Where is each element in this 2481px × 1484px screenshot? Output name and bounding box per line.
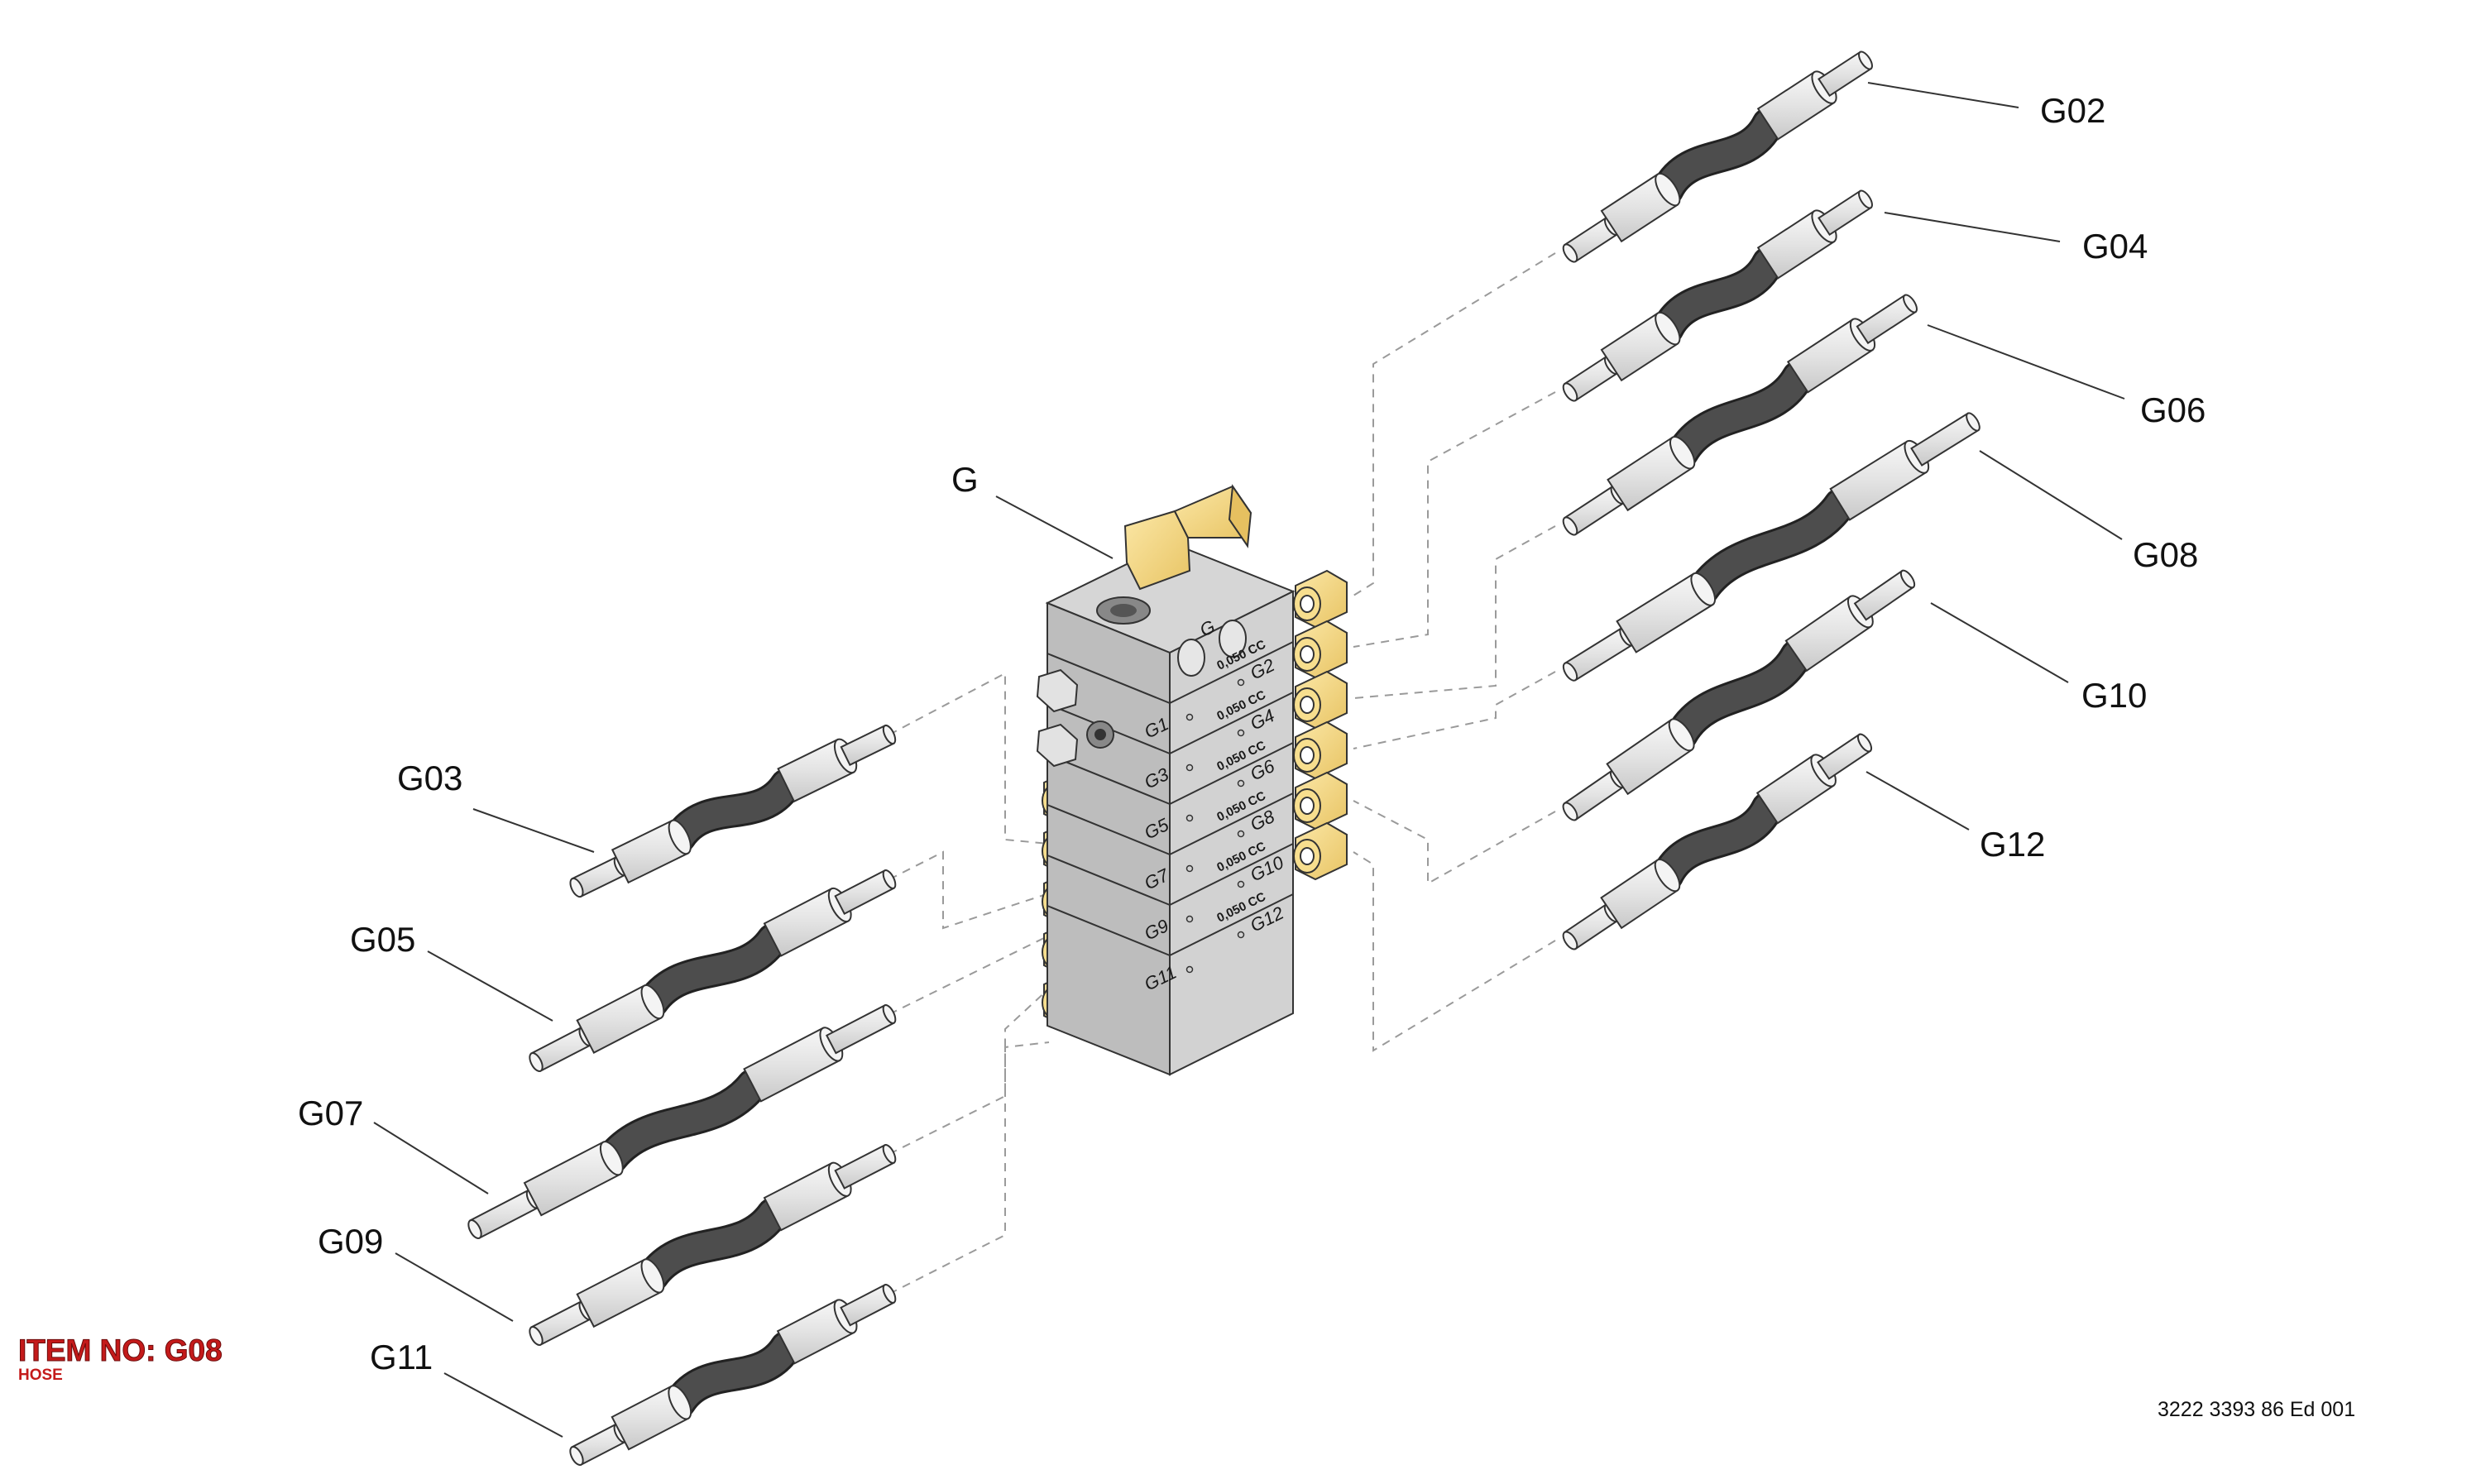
outlet-dot [1185,713,1194,721]
main-callout-label: G [951,460,979,499]
outlet-dot [1237,880,1245,888]
leader-g03 [472,808,595,853]
dash-line-g03 [888,672,1050,845]
outlet-dot [1237,830,1245,838]
leader-g04 [1884,212,2061,242]
callout-g08: G08 [2133,535,2198,574]
hose-g12 [1562,733,1873,950]
dash-line-g02 [1353,252,1556,596]
callout-g03: G03 [397,759,462,797]
callout-g04: G04 [2082,227,2148,266]
outlet-dot [1237,931,1245,939]
callout-g07: G07 [298,1094,363,1132]
leader-g09 [395,1252,514,1322]
section-line-front [1047,653,1171,704]
side-hole-b [1219,620,1247,658]
section-line [1169,893,1294,956]
dash-line-g10 [1353,800,1556,885]
dash-line-g12 [1353,851,1556,1052]
hose-g08 [1562,412,1980,682]
callout-g11: G11 [370,1338,433,1376]
callout-g06: G06 [2140,390,2206,429]
outlet-dot [1185,864,1194,873]
right-brass-fittings [1293,569,1348,881]
outlet-dot [1237,779,1245,787]
callout-g09: G09 [318,1222,383,1261]
hex-plug-lower [1036,723,1079,768]
section-line-front [1047,905,1171,956]
dash-line-g09 [888,988,1050,1155]
dash-line-g08 [1353,671,1556,749]
connection-dash-lines [888,252,1556,1295]
outlet-dot [1185,764,1194,772]
leader-g05 [427,950,553,1022]
hex-plug-upper [1036,668,1079,713]
hose-g03 [569,724,897,898]
right-fitting-1 [1293,569,1348,629]
leader-g12 [1866,771,1970,831]
right-fitting-4 [1293,720,1348,780]
outlet-dot [1185,814,1194,822]
outlet-dot [1237,678,1245,687]
section-line [1169,692,1294,754]
callout-g10: G10 [2081,676,2147,715]
section-line [1169,843,1294,906]
vent-screw-inner [1094,729,1106,740]
outlet-dot [1185,915,1194,923]
section-line [1169,792,1294,855]
main-leader-line [995,495,1114,559]
hose-g09 [529,1143,897,1347]
left-hoses-group [467,724,897,1467]
leader-g07 [373,1122,489,1194]
hose-g05 [529,869,897,1073]
outlet-dot [1237,729,1245,737]
block-side-face [1169,590,1294,1076]
section-line-front [1047,854,1171,906]
item-description: HOSE [18,1367,63,1384]
leader-g10 [1930,602,2069,683]
callout-g02: G02 [2040,91,2105,130]
right-hoses-group [1562,50,1980,950]
leader-g08 [1979,450,2123,540]
side-hole-a [1177,639,1205,677]
callout-g12: G12 [1980,825,2045,864]
dash-line-g04 [1353,391,1556,648]
section-line-front [1047,804,1171,855]
right-fitting-3 [1293,670,1348,730]
outlet-dot [1185,965,1194,974]
hose-g11 [569,1283,897,1467]
top-hole-socket-inner [1110,604,1137,617]
document-reference: 3222 3393 86 Ed 001 [2158,1398,2356,1421]
section-line-front [1047,754,1171,805]
block-section-lines [1047,641,1294,956]
hose-g02 [1562,50,1873,263]
dash-line-g11 [888,1041,1050,1295]
hose-g10 [1562,569,1916,821]
item-number-title: ITEM NO: G08 [18,1333,223,1368]
dash-line-g06 [1353,525,1556,699]
top-elbow-fitting [1123,484,1252,591]
hose-g04 [1562,189,1873,402]
section-line [1169,641,1294,704]
leader-g11 [443,1372,563,1438]
callout-leader-lines [373,82,2125,1438]
right-fitting-2 [1293,620,1348,679]
dash-line-g07 [888,935,1050,1015]
dash-line-g05 [888,850,1050,930]
section-line [1169,742,1294,805]
hose-g07 [467,1004,897,1240]
callout-g05: G05 [350,920,415,959]
right-fitting-6 [1293,821,1348,881]
hose-g06 [1562,294,1918,536]
leader-g02 [1867,82,2019,108]
leader-g06 [1927,324,2125,400]
right-fitting-5 [1293,771,1348,831]
